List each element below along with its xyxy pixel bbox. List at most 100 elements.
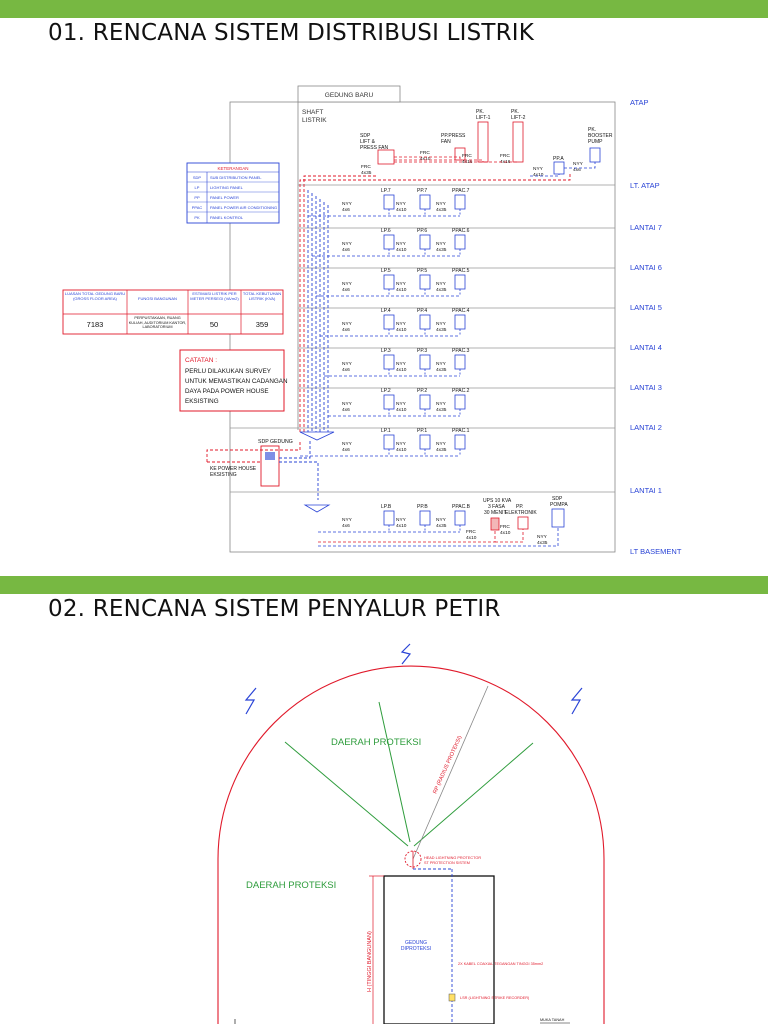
frc-lift1-2: 4x16 (462, 159, 473, 165)
cable-label-pp: NYY (396, 281, 407, 287)
protection-zone-outline (217, 665, 605, 1024)
pk-lift1-label-2: LIFT-1 (476, 115, 491, 121)
cable-size-ppac: 4x35 (436, 523, 447, 529)
zone-label-top: DAERAH PROTEKSI (331, 737, 421, 748)
cable-size-lp: 4x6 (342, 523, 350, 529)
cable-label-pp: NYY (396, 321, 407, 327)
roof-feeder (299, 172, 571, 432)
frc-press-2: 4x10 (420, 156, 431, 162)
note-line: DAYA PADA POWER HOUSE (185, 388, 269, 395)
protected-building (383, 875, 495, 1024)
table-value-estimate: 50 (210, 320, 218, 329)
panel-label-ppac: PPAC.5 (452, 268, 470, 274)
floor-lines (230, 184, 615, 493)
lsr-label: LSR (LIGHTNING STRIKE RECORDER) (460, 996, 530, 1000)
panel-label-ppac: PPAC.B (452, 504, 471, 510)
sdp-lift-label: SDP (360, 133, 371, 139)
pk-booster-label-2: BOOSTER (588, 133, 613, 139)
cable-size-lp: 4x6 (342, 247, 350, 253)
legend-desc: LIGHTING PANEL (210, 185, 244, 190)
table-header-area: LUASAN TOTAL GEDUNG BARU (GROSS FLOOR AR… (64, 291, 126, 301)
cable-label-ppac: NYY (436, 401, 447, 407)
pk-lift2-panel (512, 121, 524, 163)
cable-size-pp: 4x10 (396, 523, 407, 529)
floor-label-lantai-2: LANTAI 2 (630, 423, 662, 432)
cable-label-pp: NYY (396, 361, 407, 367)
cable-size-lp: 4x6 (342, 207, 350, 213)
legend-desc: SUB DISTRIBUTION PANEL (210, 175, 262, 180)
radius-line (412, 685, 489, 860)
cable-label-pp: NYY (396, 201, 407, 207)
note-line: EKSISTING (185, 398, 219, 405)
section-header-bar-1 (0, 0, 768, 18)
pk-booster-panel (589, 147, 601, 163)
nyy-ppa-1: NYY (533, 166, 544, 172)
nyy-booster-2: 4x6 (573, 167, 581, 173)
cable-label-ppac: NYY (436, 241, 447, 247)
ups-unit (490, 517, 500, 531)
cable-size-ppac: 4x35 (436, 367, 447, 373)
legend-code: SDP (193, 175, 202, 180)
cable-size-pp: 4x10 (396, 407, 407, 413)
basement-extras: UPS 10 KVA 3 FASA 30 MENIT FRC 4x10 PP. … (318, 496, 568, 547)
note-line: UNTUK MEMASTIKAN CADANGAN (185, 378, 288, 385)
frc-pp-2: 4x10 (500, 530, 511, 536)
ppa-panel (553, 161, 565, 175)
shaft-label-1: SHAFT (302, 109, 323, 116)
strike-path-lines (284, 701, 534, 847)
cable-size-ppac: 4x35 (436, 447, 447, 453)
cable-label-pp: NYY (396, 241, 407, 247)
floor-label-lantai-6: LANTAI 6 (630, 263, 662, 272)
panel-label-pp: PP.4 (417, 308, 427, 314)
nyy-ppa-2: 4x10 (533, 172, 544, 178)
cable-size-ppac: 4x35 (436, 287, 447, 293)
legend-desc: PANEL POWER AIR CONDITIONING (210, 205, 277, 210)
pp-elektronik-label-2: ELEKTRONIK (505, 510, 537, 516)
protector-label: HEAD LIGHTNING PROTECTOR (424, 856, 481, 860)
sdp-pompa-label-2: POMPA (550, 502, 568, 508)
cable-label-lp: NYY (342, 321, 353, 327)
floor-label-lantai-7: LANTAI 7 (630, 223, 662, 232)
cable-size-ppac: 4x35 (436, 247, 447, 253)
panel-label-lp: LP.4 (381, 308, 391, 314)
panel-box-lp (383, 274, 395, 290)
cable-label-lp: NYY (342, 441, 353, 447)
frc-lift1-1: FRC (462, 153, 472, 159)
nyy-pompa-2: 4x35 (537, 540, 548, 546)
legend-table: KETERANGAN SDP SUB DISTRIBUTION PANEL LP… (186, 162, 280, 224)
vertical-feeders (307, 190, 329, 432)
floor-panels: LP.7NYY4x6PP.7NYY4x10PPAC.7NYY4x35LP.6NY… (300, 188, 471, 533)
power-house-label-2: EKSISTING (210, 472, 237, 478)
panel-label-pp: PP.5 (417, 268, 427, 274)
panel-box-lp (383, 314, 395, 330)
panel-box-ppac (454, 354, 466, 370)
floor-label-atap: ATAP (630, 98, 648, 107)
floor-label-lantai-5: LANTAI 5 (630, 303, 662, 312)
panel-box-pp (419, 510, 431, 526)
legend-code: LP (195, 185, 200, 190)
panel-label-lp: LP.2 (381, 388, 391, 394)
pp-elektronik-panel (517, 516, 529, 530)
building-label-2: DIPROTEKSI (401, 946, 431, 952)
panel-box-pp (419, 394, 431, 410)
table-value-function: PERPUSTAKAAN, RUANG KULIAH, AUDITORIUM K… (128, 316, 187, 330)
nyy-pompa-1: NYY (537, 534, 548, 540)
legend-desc: PANEL POWER (210, 195, 239, 200)
sdp-lift-label-3: PRESS FAN (360, 145, 388, 151)
legend-code: PPAC (192, 205, 203, 210)
cable-label-ppac: NYY (436, 517, 447, 523)
legend-desc: PANEL KONTROL (210, 215, 244, 220)
section-header-bar-2 (0, 576, 768, 594)
cable-size-lp: 4x6 (342, 327, 350, 333)
note-box: CATATAN : PERLU DILAKUKAN SURVEY UNTUK M… (179, 349, 288, 412)
zone-label-left: DAERAH PROTEKSI (246, 880, 336, 891)
basement-junction (303, 504, 331, 513)
table-value-total: 359 (256, 320, 269, 329)
panel-label-lp: LP.3 (381, 348, 391, 354)
cable-size-pp: 4x10 (396, 327, 407, 333)
cable-label-ppac: NYY (436, 321, 447, 327)
cable-label-pp: NYY (396, 517, 407, 523)
load-estimate-table: LUASAN TOTAL GEDUNG BARU (GROSS FLOOR AR… (62, 289, 284, 335)
panel-label-pp: PP.2 (417, 388, 427, 394)
cable-label-pp: NYY (396, 441, 407, 447)
